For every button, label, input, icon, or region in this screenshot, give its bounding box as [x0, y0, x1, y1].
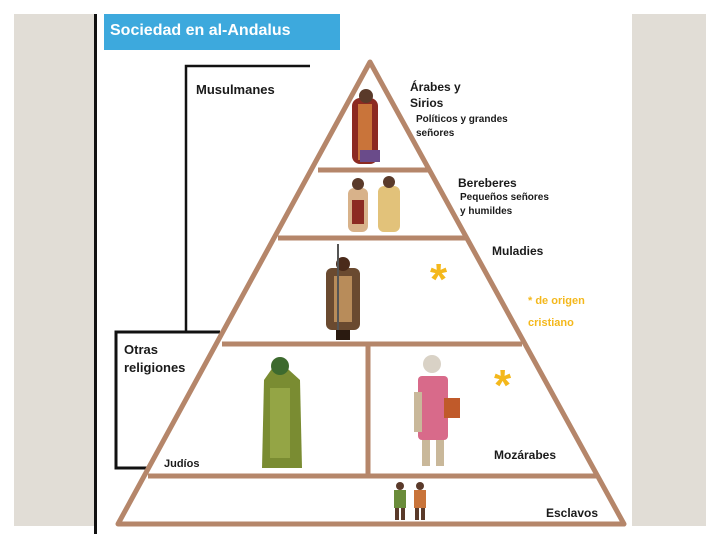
right-gray-panel	[632, 14, 706, 526]
otras-religiones-label-line2: religiones	[124, 360, 186, 375]
esclavos-label: Esclavos	[546, 506, 599, 520]
bereberes-figures	[348, 176, 400, 232]
slide-left-rule	[94, 14, 97, 534]
bereberes-desc-line1: Pequeños señores	[460, 192, 549, 203]
judios-label: Judíos	[164, 458, 200, 470]
arabes-desc-line1: Políticos y grandes	[416, 114, 508, 125]
muladies-figure	[326, 244, 360, 340]
arabes-figure	[352, 89, 380, 164]
left-gray-panel	[14, 14, 94, 526]
slide-title: Sociedad en al-Andalus	[104, 14, 340, 50]
arabes-label-line2: Sirios	[410, 96, 444, 110]
mozarabes-label: Mozárabes	[494, 448, 557, 462]
mozarabes-star-icon: *	[494, 361, 512, 410]
muladies-label: Muladies	[492, 244, 544, 258]
musulmanes-label: Musulmanes	[196, 82, 275, 97]
judios-figure	[262, 357, 302, 468]
arabes-desc-line2: señores	[416, 128, 455, 139]
note-line2: cristiano	[528, 317, 574, 329]
note-line1: * de origen	[528, 295, 585, 307]
pyramid-outline	[115, 59, 627, 527]
arabes-label-line1: Árabes y	[410, 80, 461, 94]
muladies-star-icon: *	[430, 255, 448, 304]
otras-religiones-label-line1: Otras	[124, 342, 158, 357]
bereberes-label: Bereberes	[458, 176, 517, 190]
esclavos-figures	[394, 482, 426, 520]
mozarabes-figure	[414, 355, 460, 466]
bereberes-desc-line2: y humildes	[460, 206, 513, 217]
otras-religiones-bracket	[114, 330, 220, 470]
